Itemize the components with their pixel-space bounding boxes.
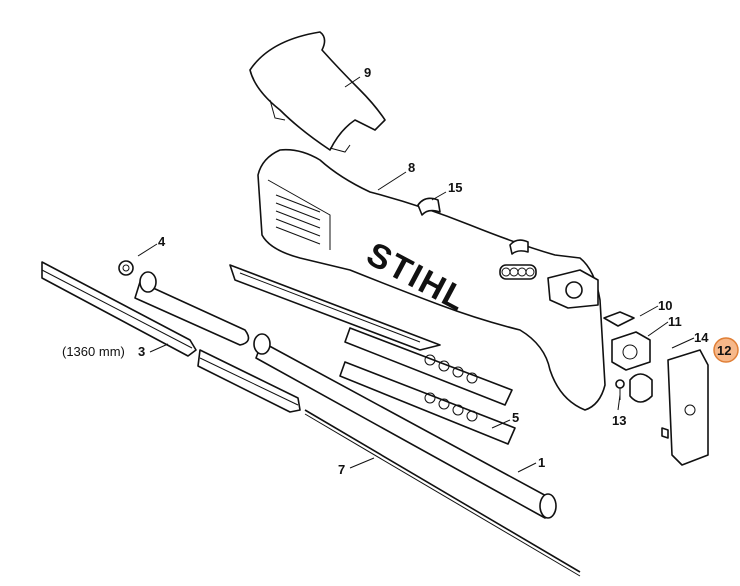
vent-slots [275,194,321,245]
callout-11: 11 [668,314,682,329]
small-clip [509,239,529,255]
callout-9: 9 [364,65,371,80]
part-5-decal-2 [339,361,516,445]
part-12-cover [661,349,709,466]
part-9-deflector [249,31,386,153]
part-7-drive-shaft [304,409,581,577]
callout-8: 8 [408,160,415,175]
part-11-clamp-block [611,331,651,371]
callout-13: 14 [694,330,709,345]
part-4-star-washer [118,260,134,276]
part-13-ring [629,373,653,403]
callout-1: 1 [538,455,545,470]
part-tube-short [134,271,250,346]
part-14-screw [615,379,625,400]
callout-4: 4 [158,234,166,249]
part-3-rail-lower [197,349,301,413]
callout-12-highlight[interactable]: 12 [713,337,739,363]
part-10-pad [603,311,635,327]
callout-3-length-note: (1360 mm) [62,344,125,359]
callout-10: 10 [658,298,672,313]
callout-15: 15 [448,180,462,195]
part-3-rail-upper [41,261,197,357]
callout-14: 13 [612,413,626,428]
part-1-drive-tube [253,333,557,519]
callout-7: 7 [338,462,345,477]
callout-3: 3 [138,344,145,359]
part-5-decal-top [229,264,441,351]
callout-5: 5 [512,410,519,425]
button-row [499,264,537,280]
callout-12: 12 [717,343,731,358]
part-5-decal-1 [344,327,513,406]
part-15-clip [417,197,441,216]
